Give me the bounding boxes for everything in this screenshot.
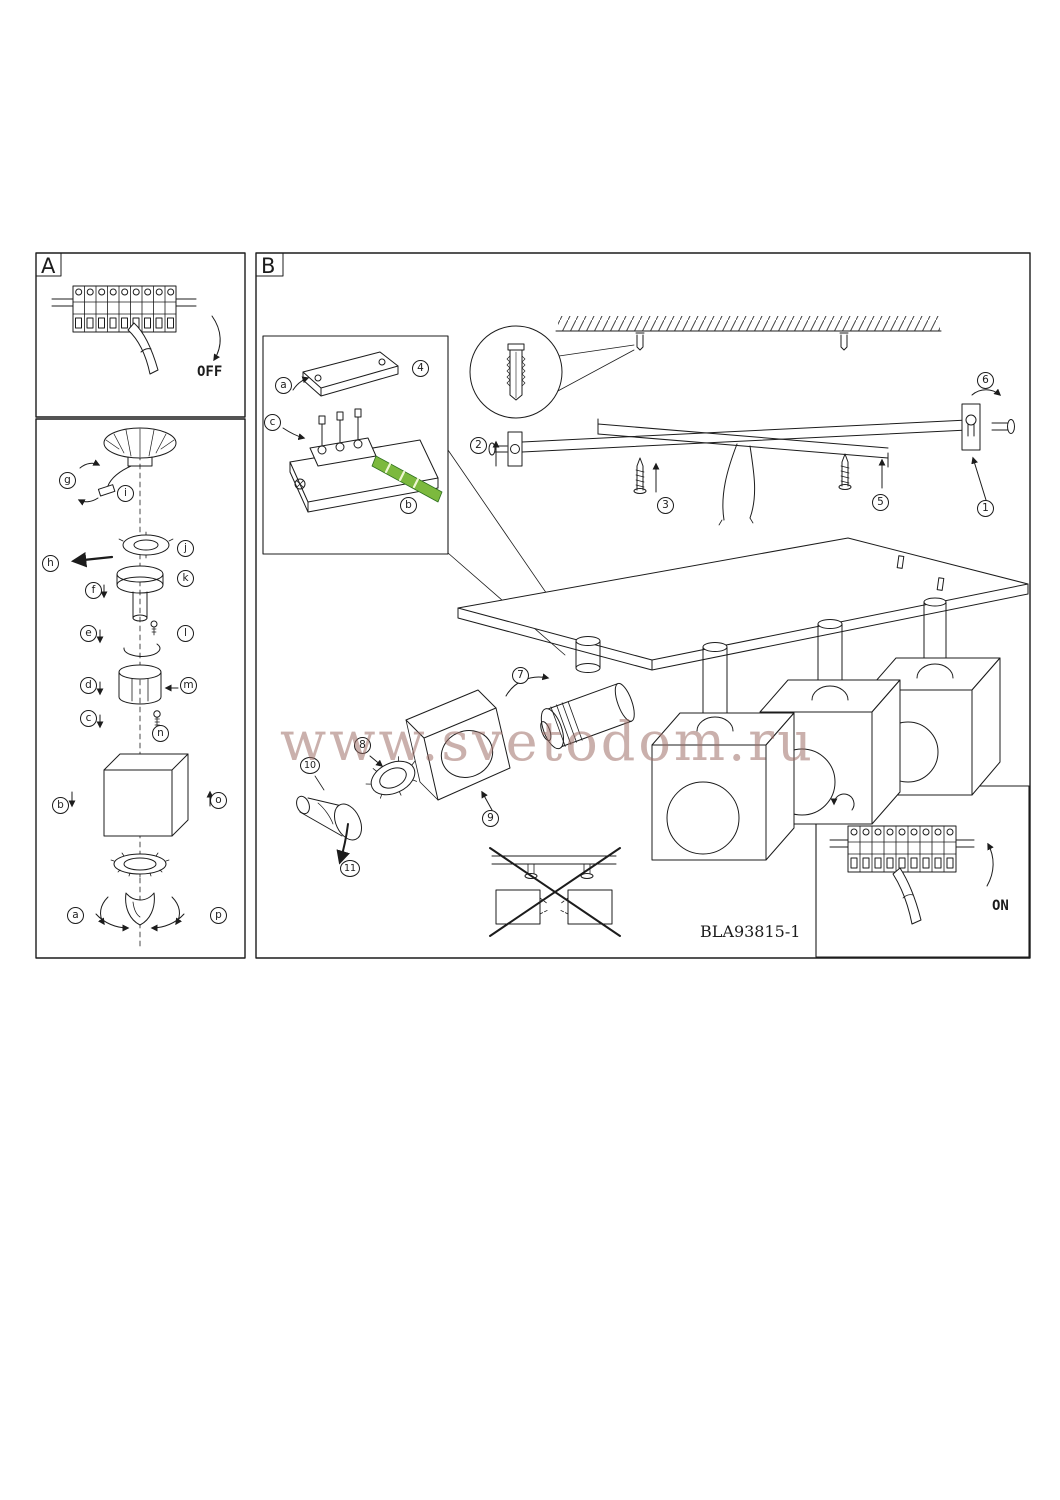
- off-arrow: [211, 315, 221, 362]
- watermark: www.svetodom.ru: [280, 710, 815, 773]
- on-arrow: [986, 842, 994, 887]
- panel-a-label: A: [41, 254, 56, 278]
- part-label-o: o: [210, 792, 227, 809]
- ceiling-cup: [116, 565, 164, 622]
- c-ring: [123, 643, 161, 657]
- ring-nut-b: [365, 756, 418, 799]
- terminal-base: [289, 408, 439, 513]
- part-label-d: d: [80, 677, 97, 694]
- earth-wire: [371, 455, 443, 503]
- part-label-l: l: [177, 625, 194, 642]
- part-label-f: f: [85, 582, 102, 599]
- part-label-c: c: [80, 710, 97, 727]
- part-label-m: m: [180, 677, 197, 694]
- open-cube: [405, 689, 511, 801]
- detail-label-a: a: [275, 377, 292, 394]
- bold-arrow-h: [70, 552, 114, 568]
- model-number: BLA93815-1: [700, 922, 801, 941]
- wrong-mounting-diagram: [489, 847, 621, 937]
- part-label-i: i: [117, 485, 134, 502]
- lamp-socket: [540, 682, 635, 750]
- part-label-h: h: [42, 555, 59, 572]
- mounting-bracket: [488, 388, 1015, 526]
- sleeve: [118, 664, 162, 705]
- step-10-label: 10: [300, 757, 320, 774]
- screw-left: [633, 457, 647, 494]
- spotlight-cube-front: [651, 712, 795, 861]
- panel-b-label: B: [261, 254, 276, 278]
- cube-housing: [103, 753, 189, 837]
- ring-nut: [110, 852, 170, 878]
- step-3-label: 3: [657, 497, 674, 514]
- canopy: [103, 427, 177, 467]
- detail-label-b: b: [400, 497, 417, 514]
- rotate-icon: [830, 793, 855, 811]
- breaker-on-label: ON: [992, 898, 1009, 914]
- part-label-n: n: [152, 725, 169, 742]
- step-4-label: 4: [412, 360, 429, 377]
- part-label-k: k: [177, 570, 194, 587]
- breaker-on-diagram: [829, 793, 994, 925]
- step-2-label: 2: [470, 437, 487, 454]
- step-11-label: 11: [340, 860, 360, 877]
- step-7-label: 7: [512, 667, 529, 684]
- terminal-detail-diagram: [282, 351, 443, 513]
- step-1-label: 1: [977, 500, 994, 517]
- finger-icon: [127, 322, 159, 375]
- mounting-diagram: [296, 316, 1029, 937]
- ceiling-plate: [457, 537, 1029, 671]
- mounting-ring: [118, 531, 174, 559]
- ceiling-hatch: [555, 316, 942, 332]
- part-label-b: b: [52, 797, 69, 814]
- screw-right: [838, 453, 852, 490]
- part-label-p: p: [210, 907, 227, 924]
- dowel-left: [635, 332, 645, 351]
- part-label-g: g: [59, 472, 76, 489]
- part-label-e: e: [80, 625, 97, 642]
- detail-label-c: c: [264, 414, 281, 431]
- step-9-label: 9: [482, 810, 499, 827]
- dowel-right: [839, 332, 849, 351]
- breaker-off-label: OFF: [197, 364, 223, 380]
- exploded-view-diagram: [68, 427, 214, 951]
- step-6-label: 6: [977, 372, 994, 389]
- step-8-label: 8: [354, 737, 371, 754]
- wall-plug-detail: [469, 325, 635, 419]
- panel-borders: [35, 252, 1031, 959]
- terminal-cover: [302, 351, 399, 397]
- bold-arrow-11: [336, 823, 350, 865]
- part-label-a: a: [67, 907, 84, 924]
- bulb: [296, 795, 363, 841]
- part-label-j: j: [177, 540, 194, 557]
- finger-icon: [892, 867, 922, 925]
- step-5-label: 5: [872, 494, 889, 511]
- clamp: [125, 892, 155, 926]
- breaker-off-diagram: [51, 285, 221, 375]
